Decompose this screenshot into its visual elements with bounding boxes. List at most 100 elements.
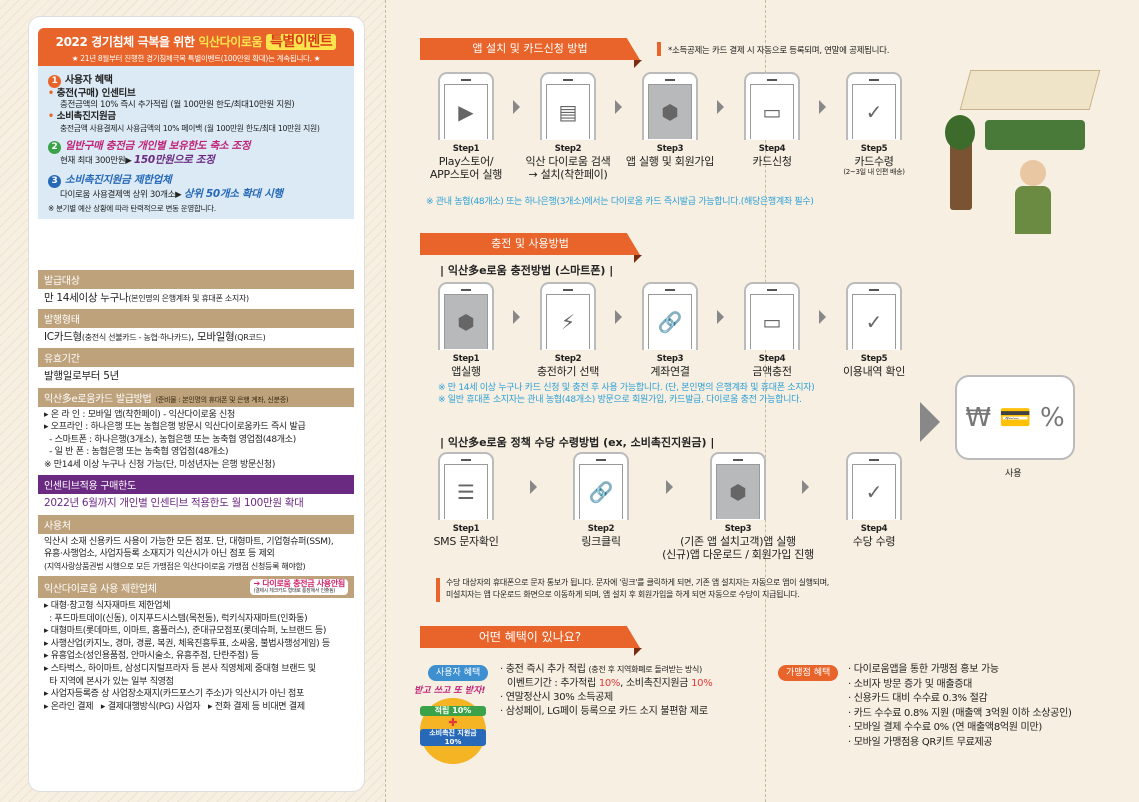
arrow-right-icon [615, 100, 622, 114]
event-title: 2022 경기침체 극복을 위한 [55, 35, 195, 49]
install-note: ※ 관내 농협(48개소) 또는 하나은행(3개소)에서는 다이로움 카드 즉시… [426, 197, 814, 207]
arrow-right-icon [802, 480, 809, 494]
app-logo-icon: ⬢ [444, 294, 488, 349]
big-arrow-icon [920, 402, 940, 442]
step-number: Step2 [587, 524, 615, 534]
item-title: 일반구매 충전금 개인별 보유한도 축소 조정 [65, 139, 251, 152]
app-page-icon: ▤ [546, 84, 590, 139]
step-label: Step3(기존 앱 설치고객)앱 실행 (신규)앱 다운로드 / 회원가입 진… [662, 524, 814, 562]
benefit-pct: 10% [598, 678, 621, 689]
benefit-line: · 연말정산시 30% 소득공제 [500, 692, 613, 703]
item-title: 사용자 혜택 [65, 75, 113, 86]
sub-head: 충전(구매) 인센티브 [56, 88, 136, 99]
link-icon: 🔗 [648, 294, 692, 349]
merchant-benefits: · 다이로움앱을 통한 가맹점 홍보 가능· 소비자 방문 증가 및 매출증대·… [848, 663, 1072, 750]
section-bar-target: 발급대상 [38, 270, 354, 289]
phone-step-1: ▶ [438, 72, 494, 140]
arrow-right-icon [717, 100, 724, 114]
places-small: (지역사랑상품권법 시행으로 모든 가맹점은 익산다이로움 가맹점 신청등록 해… [44, 561, 306, 571]
badge-text: ➔ 다이로움 충전금 사용안됨 [253, 578, 345, 588]
list-line: · 소비자 방문 증가 및 매출증대 [848, 678, 973, 690]
step-number: Step5 [860, 144, 888, 154]
note-marker [436, 578, 440, 602]
step-text: (기존 앱 설치고객)앱 실행 (신규)앱 다운로드 / 회원가입 진행 [662, 534, 814, 562]
event-header: 2022 경기침체 극복을 위한 익산다이로움 특별이벤트 ★ 21년 8월부터… [38, 28, 354, 66]
phone-step-1: ⬢ [438, 282, 494, 350]
phone-step-2: ▤ [540, 72, 596, 140]
event-subtitle: ★ 21년 8월부터 진행한 경기침체극복 특별이벤트(100만원 확대)는 계… [71, 54, 321, 63]
charge-note: ※ 일반 휴대폰 소지자는 관내 농협(48개소) 방문으로 회원가입, 카드발… [438, 395, 802, 406]
list-line: ▸ 오프라인 : 하나은행 또는 농협은행 방문시 익산다이로움카드 즉시 발급 [44, 422, 306, 433]
policy-note: 수당 대상자의 휴대폰으로 문자 통보가 됩니다. 문자에 '링크'를 클릭하게… [446, 578, 830, 587]
item-emph: 상위 50개소 확대 시행 [183, 187, 283, 200]
ribbon-install: 앱 설치 및 카드신청 방법 [420, 38, 640, 60]
step-number: Step1 [452, 354, 480, 364]
ribbon-benefits: 어떤 혜택이 있나요? [420, 626, 640, 648]
ribbon-fold [634, 60, 642, 68]
list-line: 타 지역에 본사가 있는 일부 직영점 [44, 676, 174, 687]
target-text: 만 14세이상 누구나(본인명의 은행계좌 및 휴대폰 소지자) [38, 291, 354, 305]
restricted-badge: ➔ 다이로움 충전금 사용안됨(결제시 체크카드 형태로 통장에서 인출됨) [250, 578, 348, 596]
step-number: Step4 [758, 354, 786, 364]
sub-head: 소비촉진지원금 [56, 111, 116, 123]
step-number: Step3 [656, 144, 684, 154]
validity-text: 발행일로부터 5년 [44, 370, 119, 383]
phone-step-4: ✓ [846, 452, 902, 520]
event-highlight: 특별이벤트 [265, 34, 337, 50]
benefit-small: (충전 후 지역화폐로 돌려받는 방식) [588, 665, 702, 674]
app-logo-icon: ⬢ [648, 84, 692, 139]
link-icon: 🔗 [579, 464, 623, 519]
list-line: - 스마트폰 : 하나은행(3개소), 농협은행 또는 농축협 영업점(48개소… [44, 434, 296, 445]
app-logo-icon: ⬢ [716, 464, 760, 519]
arrow-right-icon [513, 100, 520, 114]
list-line: ▸ 사업자등록증 상 사업장소재지(카드포스기 주소)가 익산시가 아닌 점포 [44, 689, 304, 700]
store-icon: ▶ [444, 84, 488, 139]
step-number: Step2 [554, 144, 582, 154]
form-text: IC카드형(충전식 선불카드 - 농협·하나카드), 모바일형(QR코드) [38, 330, 354, 344]
policy-subtitle: | 익산多e로움 정책 수당 수령방법 (ex, 소비촉진지원금) | [440, 436, 715, 449]
places-text: 익산시 소재 신용카드 사용이 가능한 모든 점포. 단, 대형마트, 기업형슈… [38, 536, 354, 572]
section-bar-restricted: 익산다이로움 사용 제한업체 ➔ 다이로움 충전금 사용안됨(결제시 체크카드 … [38, 576, 354, 599]
list-line: ※ 만14세 이상 누구나 신청 가능(단, 미성년자는 은행 방문신청) [44, 459, 276, 470]
phone-step-3: ⬢ [710, 452, 766, 520]
step-number: Step4 [758, 144, 786, 154]
step-text: SMS 문자확인 [433, 534, 499, 548]
user-benefits: · 충전 즉시 추가 적립 (충전 후 지역화폐로 돌려받는 방식) 이벤트기간… [500, 663, 768, 719]
arrow-right-icon [529, 480, 537, 494]
phone-step-4: ▭ [744, 72, 800, 140]
arrow-right-icon [819, 310, 826, 324]
form-ic: IC카드형 [44, 331, 82, 344]
phone-step-1: ☰ [438, 452, 494, 520]
ribbon-charge: 충전 및 사용방법 [420, 233, 640, 255]
arrow-right-icon [665, 480, 673, 494]
payment-icon: ₩ 💳 % [955, 375, 1075, 460]
target-main: 만 14세이상 누구나 [44, 292, 129, 304]
step-number: Step1 [452, 144, 480, 154]
brand-name: 익산다이로움 [198, 35, 263, 49]
market-stall-illustration [945, 60, 1125, 240]
sub-desc: 충전금액 사용결제시 사용금액의 10% 페이백 (월 100만원 한도/최대 … [60, 123, 320, 133]
check-icon: ✓ [852, 464, 896, 519]
item-title: 소비촉진지원금 제한업체 [65, 173, 172, 186]
charge-note: ※ 만 14세 이상 누구나 카드 신청 및 충전 후 사용 가능합니다. (단… [438, 383, 815, 393]
step-text: Play스토어/ APP스토어 실행 [429, 154, 503, 182]
mascot-illustration: 받고 쓰고 또 받자! 적립 10% ✚ 소비촉진 지원금 10% [414, 686, 494, 796]
list-line: · 모바일 결제 수수료 0% (연 매출액8억원 미만) [848, 722, 1042, 733]
step-text: 금액충전 [752, 364, 792, 378]
arrow-right-icon [615, 310, 622, 324]
sub-desc: 충전금액의 10% 즉시 추가적립 (월 100만원 한도/최대10만원 지원) [60, 100, 295, 111]
step-text: 카드신청 [752, 154, 792, 168]
step-number: Step4 [860, 524, 888, 534]
list-line: ▸ 온 라 인 : 모바일 앱(착한페이) - 익산다이로움 신청 [44, 409, 235, 420]
form-mobile-small: (QR코드) [234, 333, 266, 343]
benefit-pct: 10% [691, 678, 713, 689]
list-line: : 푸드마트데이(신동), 이지푸드시스템(목천동), 럭키식자재마트(인화동) [44, 613, 308, 624]
